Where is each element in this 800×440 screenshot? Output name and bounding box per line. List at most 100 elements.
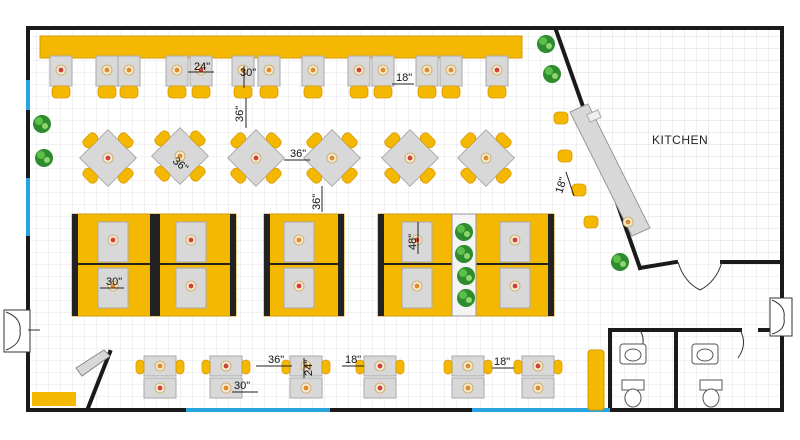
dim-24-bottom: 24" — [303, 360, 315, 376]
dim-36-bottom: 36" — [268, 354, 284, 366]
pass-counter — [569, 103, 651, 237]
plant-group — [33, 35, 629, 307]
chair — [487, 85, 507, 99]
chair — [384, 167, 401, 184]
plant-icon — [537, 35, 555, 53]
dim-18-counter: 18" — [553, 176, 569, 195]
bar-seat — [485, 55, 509, 99]
sink-icon — [619, 343, 647, 365]
chair — [97, 85, 117, 99]
flower-plate-icon — [404, 152, 416, 164]
chair — [167, 85, 187, 99]
plant-icon — [33, 115, 51, 133]
chair — [281, 359, 291, 375]
right-door[interactable] — [769, 297, 793, 337]
toilet-icon — [699, 379, 723, 408]
chair — [553, 359, 563, 375]
plate-icon — [622, 216, 634, 228]
chair — [201, 359, 211, 375]
kitchen-label: KITCHEN — [652, 133, 708, 147]
dim-48-booth: 48" — [407, 234, 419, 250]
chair — [460, 167, 477, 184]
two-top-table — [513, 355, 563, 399]
booth-block — [71, 213, 237, 317]
chair — [384, 132, 401, 149]
chair — [265, 132, 282, 149]
plant-icon — [611, 253, 629, 271]
restroom-fixtures — [619, 343, 723, 408]
dim-18-bottom-a: 18" — [345, 354, 361, 366]
bar-seat — [371, 55, 395, 99]
plate-icon — [445, 64, 457, 76]
chair — [82, 132, 99, 149]
flower-plate-icon — [154, 382, 166, 394]
plant-icon — [455, 245, 473, 263]
chair — [189, 130, 206, 147]
sink-icon — [691, 343, 719, 365]
plate-icon — [377, 64, 389, 76]
chair — [341, 132, 358, 149]
chair — [373, 85, 393, 99]
chair — [306, 167, 323, 184]
flower-plate-icon — [185, 280, 197, 292]
two-top-table — [281, 355, 331, 399]
chair — [417, 85, 437, 99]
plant-icon — [35, 149, 53, 167]
entrance-door[interactable] — [3, 309, 40, 353]
flower-plate-icon — [374, 382, 386, 394]
kitchen-door[interactable] — [677, 261, 723, 291]
plate-icon — [293, 234, 305, 246]
dim-30-bar: 30" — [240, 67, 256, 79]
host-stand — [32, 392, 76, 406]
plant-icon — [543, 65, 561, 83]
flower-plate-icon — [293, 280, 305, 292]
flower-plate-icon — [509, 234, 521, 246]
flower-plate-icon — [491, 64, 503, 76]
plate-icon — [263, 64, 275, 76]
toilet-icon — [621, 379, 645, 408]
chair — [154, 165, 171, 182]
plate-icon — [171, 64, 183, 76]
chair — [135, 359, 145, 375]
chair — [321, 359, 331, 375]
chair — [154, 130, 171, 147]
bar-seat — [189, 55, 213, 99]
plate-icon — [174, 150, 186, 162]
bar-stool — [587, 349, 605, 411]
plate-icon — [480, 152, 492, 164]
bar-seat — [117, 55, 141, 99]
chair — [441, 85, 461, 99]
bar-seat — [231, 55, 255, 99]
plant-icon — [457, 289, 475, 307]
chair — [265, 167, 282, 184]
chair — [306, 132, 323, 149]
flower-plate-icon — [509, 280, 521, 292]
dim-36-v-mid: 36" — [311, 194, 323, 210]
chair — [230, 132, 247, 149]
chair — [443, 359, 453, 375]
chair — [259, 85, 279, 99]
chair — [51, 85, 71, 99]
chair — [230, 167, 247, 184]
dim-36-mid: 36" — [290, 148, 306, 160]
windows — [26, 80, 610, 412]
plate-icon — [154, 360, 166, 372]
plate-icon — [462, 360, 474, 372]
plate-icon — [326, 152, 338, 164]
flower-plate-icon — [250, 152, 262, 164]
two-top-table — [443, 355, 493, 399]
chair — [419, 132, 436, 149]
flower-plate-icon — [220, 360, 232, 372]
host-desk — [75, 349, 111, 377]
chair — [119, 85, 139, 99]
booth-group — [71, 213, 555, 317]
plate-icon — [101, 64, 113, 76]
flower-plate-icon — [102, 152, 114, 164]
bar-seat — [347, 55, 371, 99]
bar-seat — [301, 55, 325, 99]
flower-plate-icon — [185, 234, 197, 246]
plate-icon — [300, 382, 312, 394]
plate-icon — [220, 382, 232, 394]
plant-icon — [455, 223, 473, 241]
chair — [349, 85, 369, 99]
